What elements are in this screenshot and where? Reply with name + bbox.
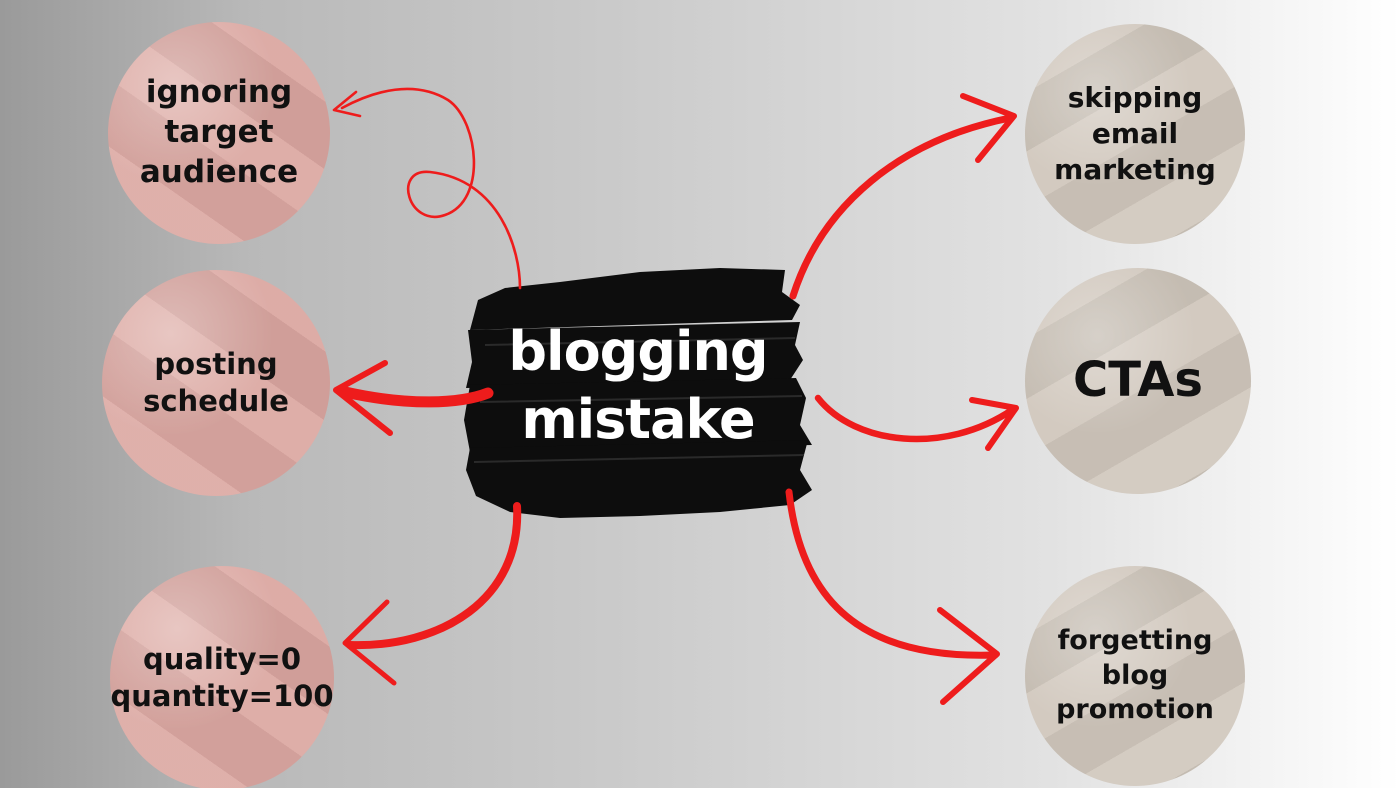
mistake-bubble-ignoring-target-audience: ignoring target audience <box>108 22 330 244</box>
mistake-bubble-quality-quantity: quality=0 quantity=100 <box>110 566 334 788</box>
mistake-bubble-ctas: CTAs <box>1025 268 1251 494</box>
center-label: blogging mistake <box>508 320 768 451</box>
mistake-bubble-posting-schedule: posting schedule <box>102 270 330 496</box>
mistake-label: skipping email marketing <box>1054 81 1216 186</box>
mistake-bubble-forgetting-blog-promotion: forgetting blog promotion <box>1025 566 1245 786</box>
arrow-to-ignoring-target-audience <box>332 87 522 290</box>
center-brush-block <box>464 268 812 518</box>
arrow-to-quality-quantity <box>342 502 522 686</box>
arrow-to-ctas <box>814 394 1019 451</box>
mistake-label: ignoring target audience <box>139 74 299 190</box>
mistake-bubble-skipping-email-marketing: skipping email marketing <box>1025 24 1245 244</box>
mistake-label: CTAs <box>1073 352 1203 409</box>
mistake-label: quality=0 quantity=100 <box>110 641 334 713</box>
arrow-to-skipping-email-marketing <box>789 93 1017 300</box>
arrow-to-forgetting-blog-promotion <box>785 488 1000 705</box>
mistake-label: posting schedule <box>143 346 289 418</box>
arrow-to-posting-schedule <box>333 360 494 436</box>
mistake-label: forgetting blog promotion <box>1056 625 1214 726</box>
